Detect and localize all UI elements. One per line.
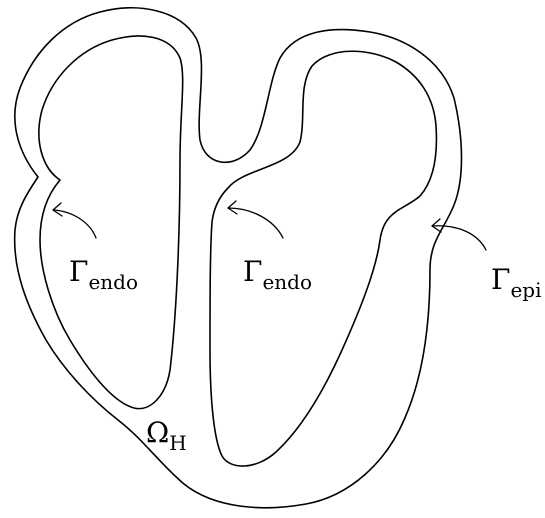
- label-symbol: Γ: [491, 263, 510, 296]
- label-symbol: Γ: [69, 255, 88, 288]
- label-symbol: Γ: [243, 255, 262, 288]
- label-subscript: endo: [88, 270, 138, 294]
- label-subscript: epi: [510, 278, 541, 302]
- label-subscript: endo: [262, 270, 312, 294]
- label-symbol: Ω: [146, 416, 169, 449]
- label-gamma-endo-left: Γendo: [69, 258, 138, 286]
- arrow-endo-right: [228, 208, 283, 238]
- label-omega-h: ΩH: [146, 419, 187, 447]
- left-endocardium-boundary: [39, 36, 183, 409]
- label-gamma-endo-right: Γendo: [243, 258, 312, 286]
- arrowhead-endo-left: [53, 203, 62, 216]
- arrow-epi: [432, 226, 486, 250]
- label-gamma-epi: Γepi: [491, 266, 541, 294]
- label-subscript: H: [169, 431, 186, 455]
